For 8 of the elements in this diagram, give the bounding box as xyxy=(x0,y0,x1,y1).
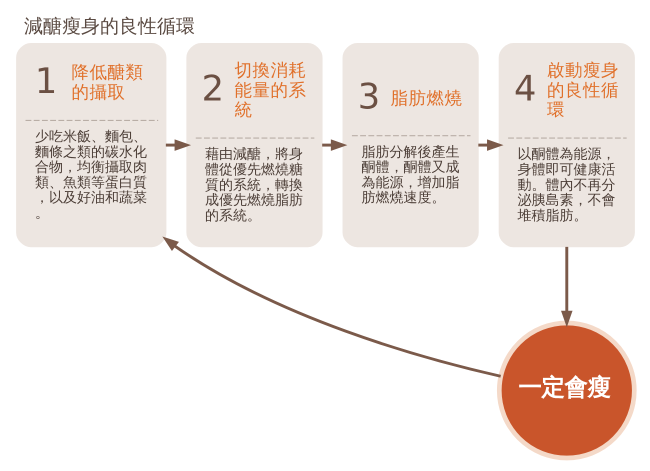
arrow xyxy=(560,246,572,328)
arrow xyxy=(478,139,503,151)
node-box: 3 脂肪燃燒 脂肪分解後產生酮體，酮體又成為能源，增加脂肪燃燒速度。 xyxy=(342,42,478,248)
arrow xyxy=(162,236,500,378)
arrow xyxy=(165,139,191,151)
diagram-title: 減醣瘦身的良性循環 xyxy=(23,16,194,38)
arrow xyxy=(322,139,347,151)
node-circle: 一定會瘦 xyxy=(496,320,636,460)
